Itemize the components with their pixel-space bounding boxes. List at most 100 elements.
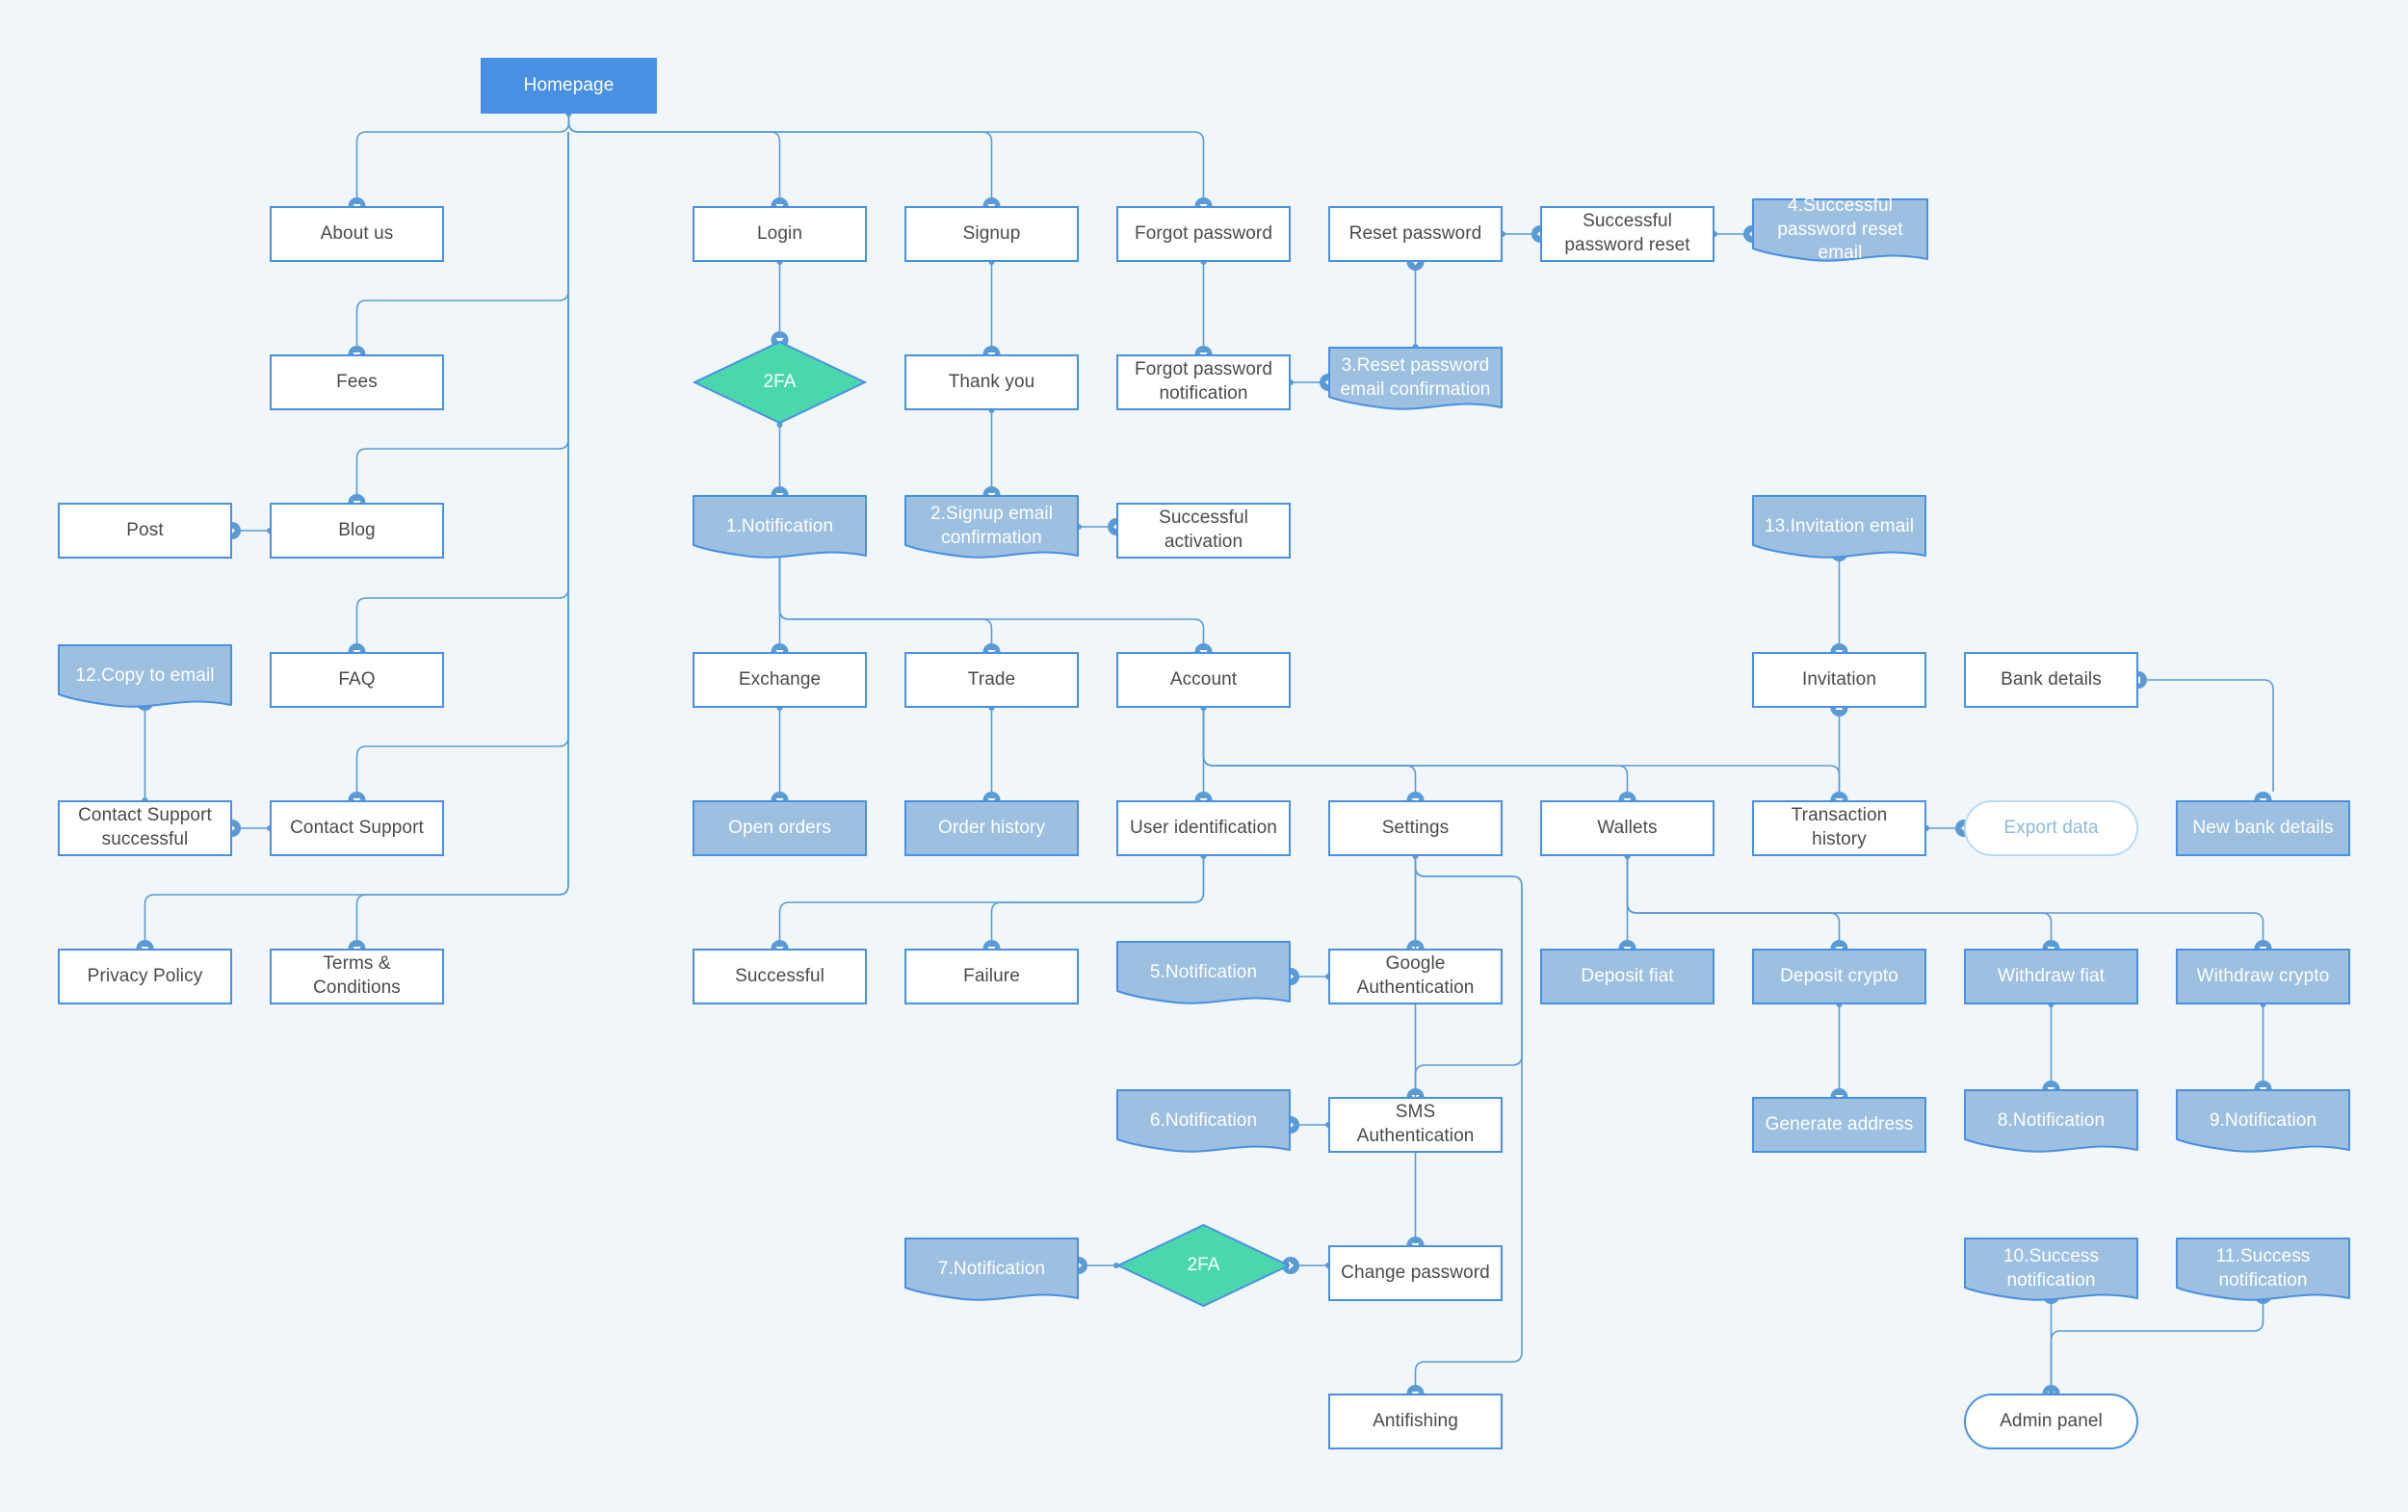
node-terms-conditions[interactable]: Terms & Conditions — [270, 949, 444, 1004]
node-label-order-history: Order history — [938, 817, 1045, 841]
node-invitation[interactable]: Invitation — [1752, 652, 1926, 708]
node-notification-5[interactable]: 5.Notification — [1116, 941, 1291, 1004]
node-label-forgot-password: Forgot password — [1135, 222, 1272, 247]
node-post[interactable]: Post — [58, 503, 232, 559]
node-label-exchange: Exchange — [739, 668, 821, 692]
node-success-notification-11[interactable]: 11.Success notification — [2176, 1238, 2350, 1301]
node-label-wallets: Wallets — [1597, 817, 1657, 841]
node-label-successful-activation: Successful activation — [1126, 507, 1281, 554]
document-shape — [1964, 1089, 2138, 1153]
node-reset-password-email-confirmation[interactable]: 3.Reset password email confirmation — [1328, 347, 1503, 410]
node-label-fees: Fees — [336, 371, 378, 395]
node-successful-password-reset[interactable]: Successful password reset — [1540, 206, 1714, 262]
node-label-invitation: Invitation — [1802, 668, 1876, 692]
node-label-about-us: About us — [321, 222, 394, 247]
node-google-authentication[interactable]: Google Authentication — [1328, 949, 1503, 1004]
node-notification-6[interactable]: 6.Notification — [1116, 1089, 1291, 1153]
node-signup[interactable]: Signup — [904, 206, 1079, 262]
node-blog[interactable]: Blog — [270, 503, 444, 559]
node-successful-activation[interactable]: Successful activation — [1116, 503, 1291, 559]
node-account[interactable]: Account — [1116, 652, 1291, 708]
node-wallets[interactable]: Wallets — [1540, 800, 1714, 856]
node-copy-to-email[interactable]: 12.Copy to email — [58, 644, 232, 708]
node-label-trade: Trade — [968, 668, 1015, 692]
node-notification-8[interactable]: 8.Notification — [1964, 1089, 2138, 1153]
node-user-identification[interactable]: User identification — [1116, 800, 1291, 856]
node-label-successful: Successful — [735, 965, 824, 989]
node-homepage[interactable]: Homepage — [481, 58, 657, 114]
node-successful-password-reset-email[interactable]: 4.Successful password reset email — [1752, 198, 1928, 262]
node-twofa-login[interactable]: 2FA — [693, 340, 867, 425]
node-settings[interactable]: Settings — [1328, 800, 1503, 856]
node-deposit-fiat[interactable]: Deposit fiat — [1540, 949, 1714, 1004]
node-label-export-data: Export data — [2003, 817, 2098, 841]
node-export-data[interactable]: Export data — [1964, 800, 2138, 856]
document-shape — [2176, 1238, 2350, 1301]
node-label-homepage: Homepage — [524, 74, 615, 98]
node-label-post: Post — [126, 519, 163, 543]
node-success-notification-10[interactable]: 10.Success notification — [1964, 1238, 2138, 1301]
node-login[interactable]: Login — [693, 206, 867, 262]
node-reset-password[interactable]: Reset password — [1328, 206, 1503, 262]
node-exchange[interactable]: Exchange — [693, 652, 867, 708]
node-notification-7[interactable]: 7.Notification — [904, 1238, 1079, 1301]
node-bank-details[interactable]: Bank details — [1964, 652, 2138, 708]
node-deposit-crypto[interactable]: Deposit crypto — [1752, 949, 1926, 1004]
node-label-antifishing: Antifishing — [1373, 1410, 1458, 1434]
document-shape — [1116, 1089, 1291, 1153]
document-shape — [904, 495, 1079, 559]
node-fees[interactable]: Fees — [270, 354, 444, 410]
node-notification-1[interactable]: 1.Notification — [693, 495, 867, 559]
node-label-login: Login — [757, 222, 802, 247]
node-change-password[interactable]: Change password — [1328, 1245, 1503, 1301]
node-notification-9[interactable]: 9.Notification — [2176, 1089, 2350, 1153]
node-order-history[interactable]: Order history — [904, 800, 1079, 856]
node-label-sms-authentication: SMS Authentication — [1338, 1101, 1493, 1148]
node-failure[interactable]: Failure — [904, 949, 1079, 1004]
node-forgot-password-notification[interactable]: Forgot password notification — [1116, 354, 1291, 410]
node-label-contact-support-successful: Contact Support successful — [67, 804, 222, 851]
node-label-thank-you: Thank you — [949, 371, 1035, 395]
node-label-admin-panel: Admin panel — [2000, 1410, 2103, 1434]
node-twofa-change[interactable]: 2FA — [1116, 1223, 1291, 1308]
node-label-contact-support: Contact Support — [290, 817, 424, 841]
document-shape — [693, 495, 867, 559]
node-successful[interactable]: Successful — [693, 949, 867, 1004]
node-label-failure: Failure — [963, 965, 1020, 989]
node-label-withdraw-crypto: Withdraw crypto — [2197, 965, 2330, 989]
node-signup-email-confirmation[interactable]: 2.Signup email confirmation — [904, 495, 1079, 559]
node-contact-support[interactable]: Contact Support — [270, 800, 444, 856]
node-label-account: Account — [1170, 668, 1237, 692]
node-trade[interactable]: Trade — [904, 652, 1079, 708]
node-invitation-email[interactable]: 13.Invitation email — [1752, 495, 1926, 559]
node-withdraw-fiat[interactable]: Withdraw fiat — [1964, 949, 2138, 1004]
node-forgot-password[interactable]: Forgot password — [1116, 206, 1291, 262]
node-admin-panel[interactable]: Admin panel — [1964, 1394, 2138, 1449]
node-label-faq: FAQ — [338, 668, 375, 692]
node-label-google-authentication: Google Authentication — [1338, 952, 1493, 1000]
document-shape — [1116, 941, 1291, 1004]
node-open-orders[interactable]: Open orders — [693, 800, 867, 856]
node-faq[interactable]: FAQ — [270, 652, 444, 708]
node-sms-authentication[interactable]: SMS Authentication — [1328, 1097, 1503, 1153]
node-transaction-history[interactable]: Transaction history — [1752, 800, 1926, 856]
node-label-withdraw-fiat: Withdraw fiat — [1998, 965, 2105, 989]
node-label-generate-address: Generate address — [1766, 1113, 1914, 1137]
document-shape — [1328, 347, 1503, 410]
document-shape — [1964, 1238, 2138, 1301]
document-shape — [1752, 495, 1926, 559]
node-withdraw-crypto[interactable]: Withdraw crypto — [2176, 949, 2350, 1004]
node-label-successful-password-reset: Successful password reset — [1550, 210, 1705, 257]
node-generate-address[interactable]: Generate address — [1752, 1097, 1926, 1153]
node-label-change-password: Change password — [1341, 1262, 1490, 1286]
node-label-signup: Signup — [963, 222, 1021, 247]
node-antifishing[interactable]: Antifishing — [1328, 1394, 1503, 1449]
node-contact-support-successful[interactable]: Contact Support successful — [58, 800, 232, 856]
node-label-reset-password: Reset password — [1349, 222, 1482, 247]
node-about-us[interactable]: About us — [270, 206, 444, 262]
node-privacy-policy[interactable]: Privacy Policy — [58, 949, 232, 1004]
node-thank-you[interactable]: Thank you — [904, 354, 1079, 410]
node-new-bank-details[interactable]: New bank details — [2176, 800, 2350, 856]
node-label-terms-conditions: Terms & Conditions — [279, 952, 434, 1000]
